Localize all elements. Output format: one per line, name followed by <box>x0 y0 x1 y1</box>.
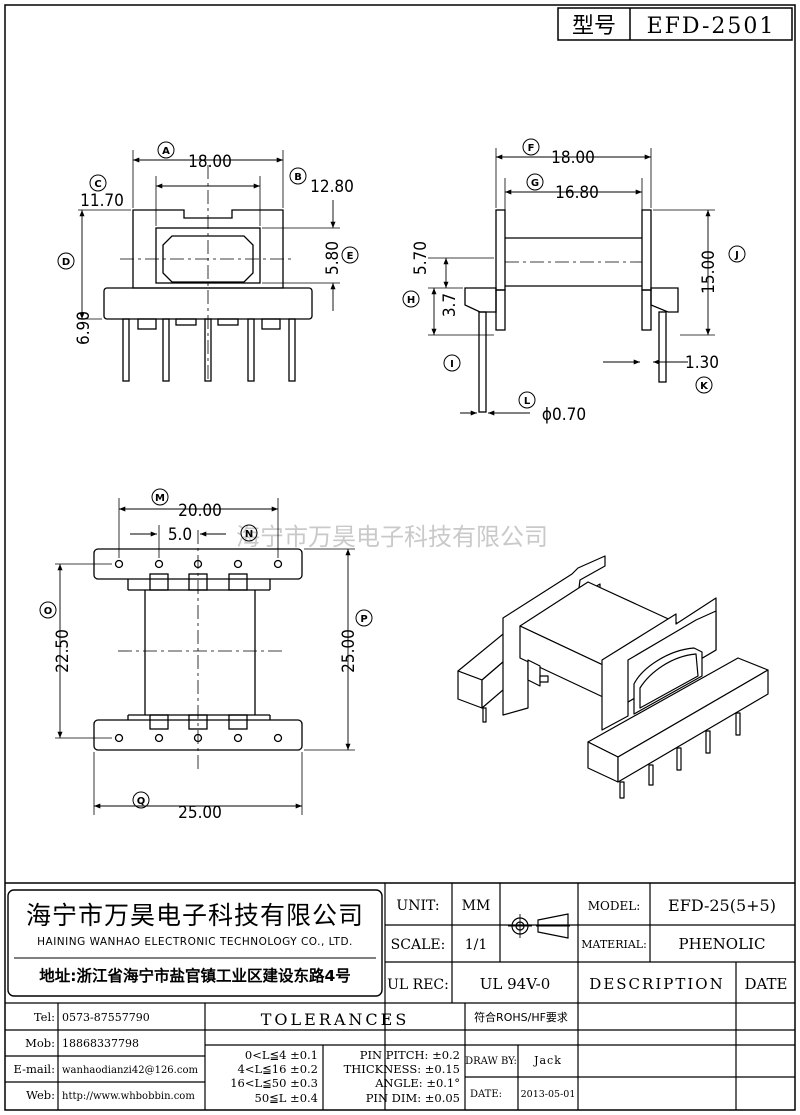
contact-mob-value: 18868337798 <box>62 1037 139 1050</box>
dim-k-value: 1.30 <box>685 353 719 373</box>
isometric-view <box>457 555 769 799</box>
company-name-en: HAINING WANHAO ELECTRONIC TECHNOLOGY CO.… <box>37 936 353 948</box>
contact-tel-label: Tel: <box>34 1010 55 1024</box>
dim-g-value: 16.80 <box>555 183 599 203</box>
tolerance-right-1: PIN PITCH: ±0.2 <box>360 1048 460 1062</box>
tag-g: G <box>531 178 539 189</box>
tolerance-left-3: 16<L≦50 ±0.3 <box>230 1076 318 1090</box>
tag-l: L <box>524 396 531 407</box>
company-name-cn: 海宁市万昊电子科技有限公司 <box>26 901 364 930</box>
dim-b-value: 12.80 <box>310 177 354 197</box>
spec-cells: UNIT: MM SCALE: 1/1 UL REC: UL 94V-0 MOD… <box>387 896 787 1100</box>
front-view <box>78 150 340 382</box>
dim-q-value: 25.00 <box>178 803 222 823</box>
tag-p: P <box>360 614 367 625</box>
front-view-tags <box>57 141 359 270</box>
sheet-border <box>4 4 796 1111</box>
dim-c-value: 11.70 <box>80 191 124 211</box>
tag-n: N <box>245 529 253 540</box>
tag-e: E <box>347 251 354 262</box>
contact-mob-label: Mob: <box>25 1036 55 1050</box>
watermark: 海宁市万昊电子科技有限公司 <box>236 523 548 551</box>
tolerances-title: TOLERANCES <box>261 1010 410 1029</box>
date-field-value: 2013-05-01 <box>521 1089 576 1100</box>
dim-e-value: 5.80 <box>323 241 343 275</box>
scale-value: 1/1 <box>465 937 488 953</box>
contact-web-value: http://www.whbobbin.com <box>62 1091 195 1102</box>
tolerances-block: TOLERANCES 0<L≦4 ±0.1 4<L≦16 ±0.2 16<L≦5… <box>230 1010 460 1105</box>
dim-a-value: 18.00 <box>188 152 232 172</box>
model-value: EFD-2501 <box>647 14 776 39</box>
company-block: 海宁市万昊电子科技有限公司 HAINING WANHAO ELECTRONIC … <box>26 901 364 985</box>
tolerance-left-2: 4<L≦16 ±0.2 <box>238 1062 318 1076</box>
dim-h-value: 3.7 <box>440 293 460 317</box>
ul-value: UL 94V-0 <box>480 975 551 993</box>
bottom-view-dims: 20.00 5.0 22.50 25.00 25.00 <box>53 501 359 823</box>
tag-m: M <box>155 493 165 504</box>
tag-j: J <box>734 250 739 261</box>
tolerance-left-4: 50≦L ±0.4 <box>255 1091 319 1105</box>
dim-l-value: ϕ0.70 <box>542 405 586 425</box>
dim-p-value: 25.00 <box>339 629 359 673</box>
tag-d: D <box>62 257 70 268</box>
material-label: MATERIAL: <box>581 938 647 951</box>
dim-m-value: 20.00 <box>178 501 222 521</box>
tag-f: F <box>528 143 535 154</box>
company-address: 地址:浙江省海宁市盐官镇工业区建设东路4号 <box>39 966 351 985</box>
unit-value: MM <box>462 898 491 914</box>
bottom-view-tags <box>39 488 373 809</box>
tolerance-left-1: 0<L≦4 ±0.1 <box>245 1048 318 1062</box>
dim-5-70-value: 5.70 <box>411 241 431 275</box>
ul-label: UL REC: <box>387 977 449 993</box>
tag-c: C <box>94 179 101 190</box>
side-view <box>428 148 715 416</box>
model-label: 型号 <box>572 14 616 39</box>
model-field-value: EFD-25(5+5) <box>668 896 776 915</box>
contact-email-value: wanhaodianzi42@126.com <box>62 1065 198 1076</box>
drawn-by-label: DRAW BY: <box>465 1056 517 1067</box>
dim-o-value: 22.50 <box>53 629 73 673</box>
date-header: DATE <box>745 975 788 993</box>
front-view-dims: 18.00 12.80 11.70 6.90 5.80 <box>74 152 354 345</box>
tolerance-right-2: THICKNESS: ±0.15 <box>344 1062 460 1076</box>
bottom-view <box>55 498 355 815</box>
side-view-tags <box>402 138 746 409</box>
dim-j-value: 15.00 <box>699 250 719 294</box>
unit-label: UNIT: <box>396 898 439 914</box>
tag-i: I <box>450 359 454 370</box>
tag-k: K <box>700 381 709 392</box>
contact-tel-value: 0573-87557790 <box>62 1011 150 1024</box>
drawn-by-value: Jack <box>533 1054 562 1067</box>
contact-email-label: E-mail: <box>14 1062 56 1076</box>
tag-a: A <box>162 146 170 157</box>
scale-label: SCALE: <box>391 937 446 953</box>
tag-h: H <box>407 295 415 306</box>
tolerance-right-4: PIN DIM: ±0.05 <box>366 1091 460 1105</box>
title-block: 型号 EFD-2501 <box>557 7 793 41</box>
info-block-lines <box>5 882 795 1110</box>
model-field-label: MODEL: <box>588 899 641 913</box>
side-view-dims: 18.00 16.80 5.70 3.7 15.00 1.30 ϕ0.70 <box>411 148 719 425</box>
dim-d-value: 6.90 <box>74 311 94 345</box>
date-field-label: DATE: <box>470 1089 502 1100</box>
tag-b: B <box>294 172 302 183</box>
tag-o: O <box>44 606 53 617</box>
tag-q: Q <box>137 796 146 807</box>
tolerance-right-3: ANGLE: ±0.1° <box>374 1076 460 1090</box>
dim-n-value: 5.0 <box>168 525 192 545</box>
rohs-note: 符合ROHS/HF要求 <box>474 1010 568 1024</box>
contact-block: Tel: 0573-87557790 Mob: 18868337798 E-ma… <box>14 1010 199 1102</box>
contact-web-label: Web: <box>26 1088 55 1102</box>
material-value: PHENOLIC <box>679 935 766 953</box>
dim-f-value: 18.00 <box>551 148 595 168</box>
description-header: DESCRIPTION <box>589 975 724 993</box>
